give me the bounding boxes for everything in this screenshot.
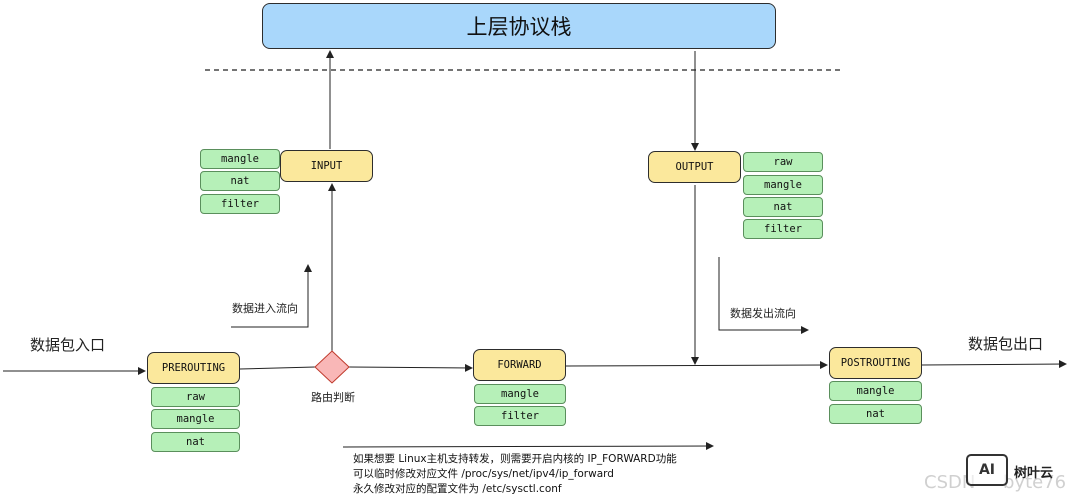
upper-protocol-stack-box: 上层协议栈	[262, 3, 776, 49]
prerouting-table-raw: raw	[151, 387, 240, 407]
output-table-filter: filter	[743, 219, 823, 239]
input-table-nat: nat	[200, 171, 280, 191]
logo-text: 树叶云	[1014, 466, 1054, 481]
input-table-filter: filter	[200, 194, 280, 214]
note-line-3: 永久修改对应的配置文件为 /etc/sysctl.conf	[353, 483, 562, 495]
prerouting-table-nat: nat	[151, 432, 240, 452]
prerouting-chain: PREROUTING	[147, 352, 240, 384]
forward-table-filter: filter	[474, 406, 566, 426]
postrouting-table-mangle: mangle	[829, 381, 922, 401]
outbound-flow-label: 数据发出流向	[730, 307, 796, 320]
forward-chain: FORWARD	[473, 349, 566, 381]
watermark-user: byte76	[1003, 472, 1067, 493]
routing-decision-diamond	[314, 350, 350, 384]
output-table-raw: raw	[743, 152, 823, 172]
entry-label: 数据包入口	[30, 336, 106, 354]
watermark-csdn: CSDN	[924, 472, 976, 493]
prerouting-table-mangle: mangle	[151, 409, 240, 429]
ai-logo-icon: AI	[966, 454, 1008, 486]
output-table-mangle: mangle	[743, 175, 823, 195]
forward-table-mangle: mangle	[474, 384, 566, 404]
exit-label: 数据包出口	[968, 335, 1044, 353]
prerouting-to-routing-line	[239, 366, 316, 370]
note-line-2: 可以临时修改对应文件 /proc/sys/net/ipv4/ip_forward	[353, 468, 614, 480]
input-table-mangle: mangle	[200, 149, 280, 169]
note-line-1: 如果想要 Linux主机支持转发，则需要开启内核的 IP_FORWARD功能	[353, 453, 677, 465]
postrouting-table-nat: nat	[829, 404, 922, 424]
routing-to-forward-arrow	[348, 363, 473, 372]
output-table-nat: nat	[743, 197, 823, 217]
note-arrow	[342, 442, 714, 451]
postrouting-chain: POSTROUTING	[829, 347, 922, 379]
ip-forward-note: 如果想要 Linux主机支持转发，则需要开启内核的 IP_FORWARD功能 可…	[353, 452, 677, 497]
forward-to-postrouting-arrow	[565, 361, 828, 370]
inbound-flow-label: 数据进入流向	[232, 302, 298, 315]
inbound-flow-indicator	[231, 264, 312, 328]
exit-arrow	[921, 360, 1067, 369]
outbound-flow-indicator	[718, 257, 809, 334]
input-chain: INPUT	[280, 150, 373, 182]
output-chain: OUTPUT	[648, 151, 741, 183]
routing-decision-label: 路由判断	[311, 391, 355, 404]
